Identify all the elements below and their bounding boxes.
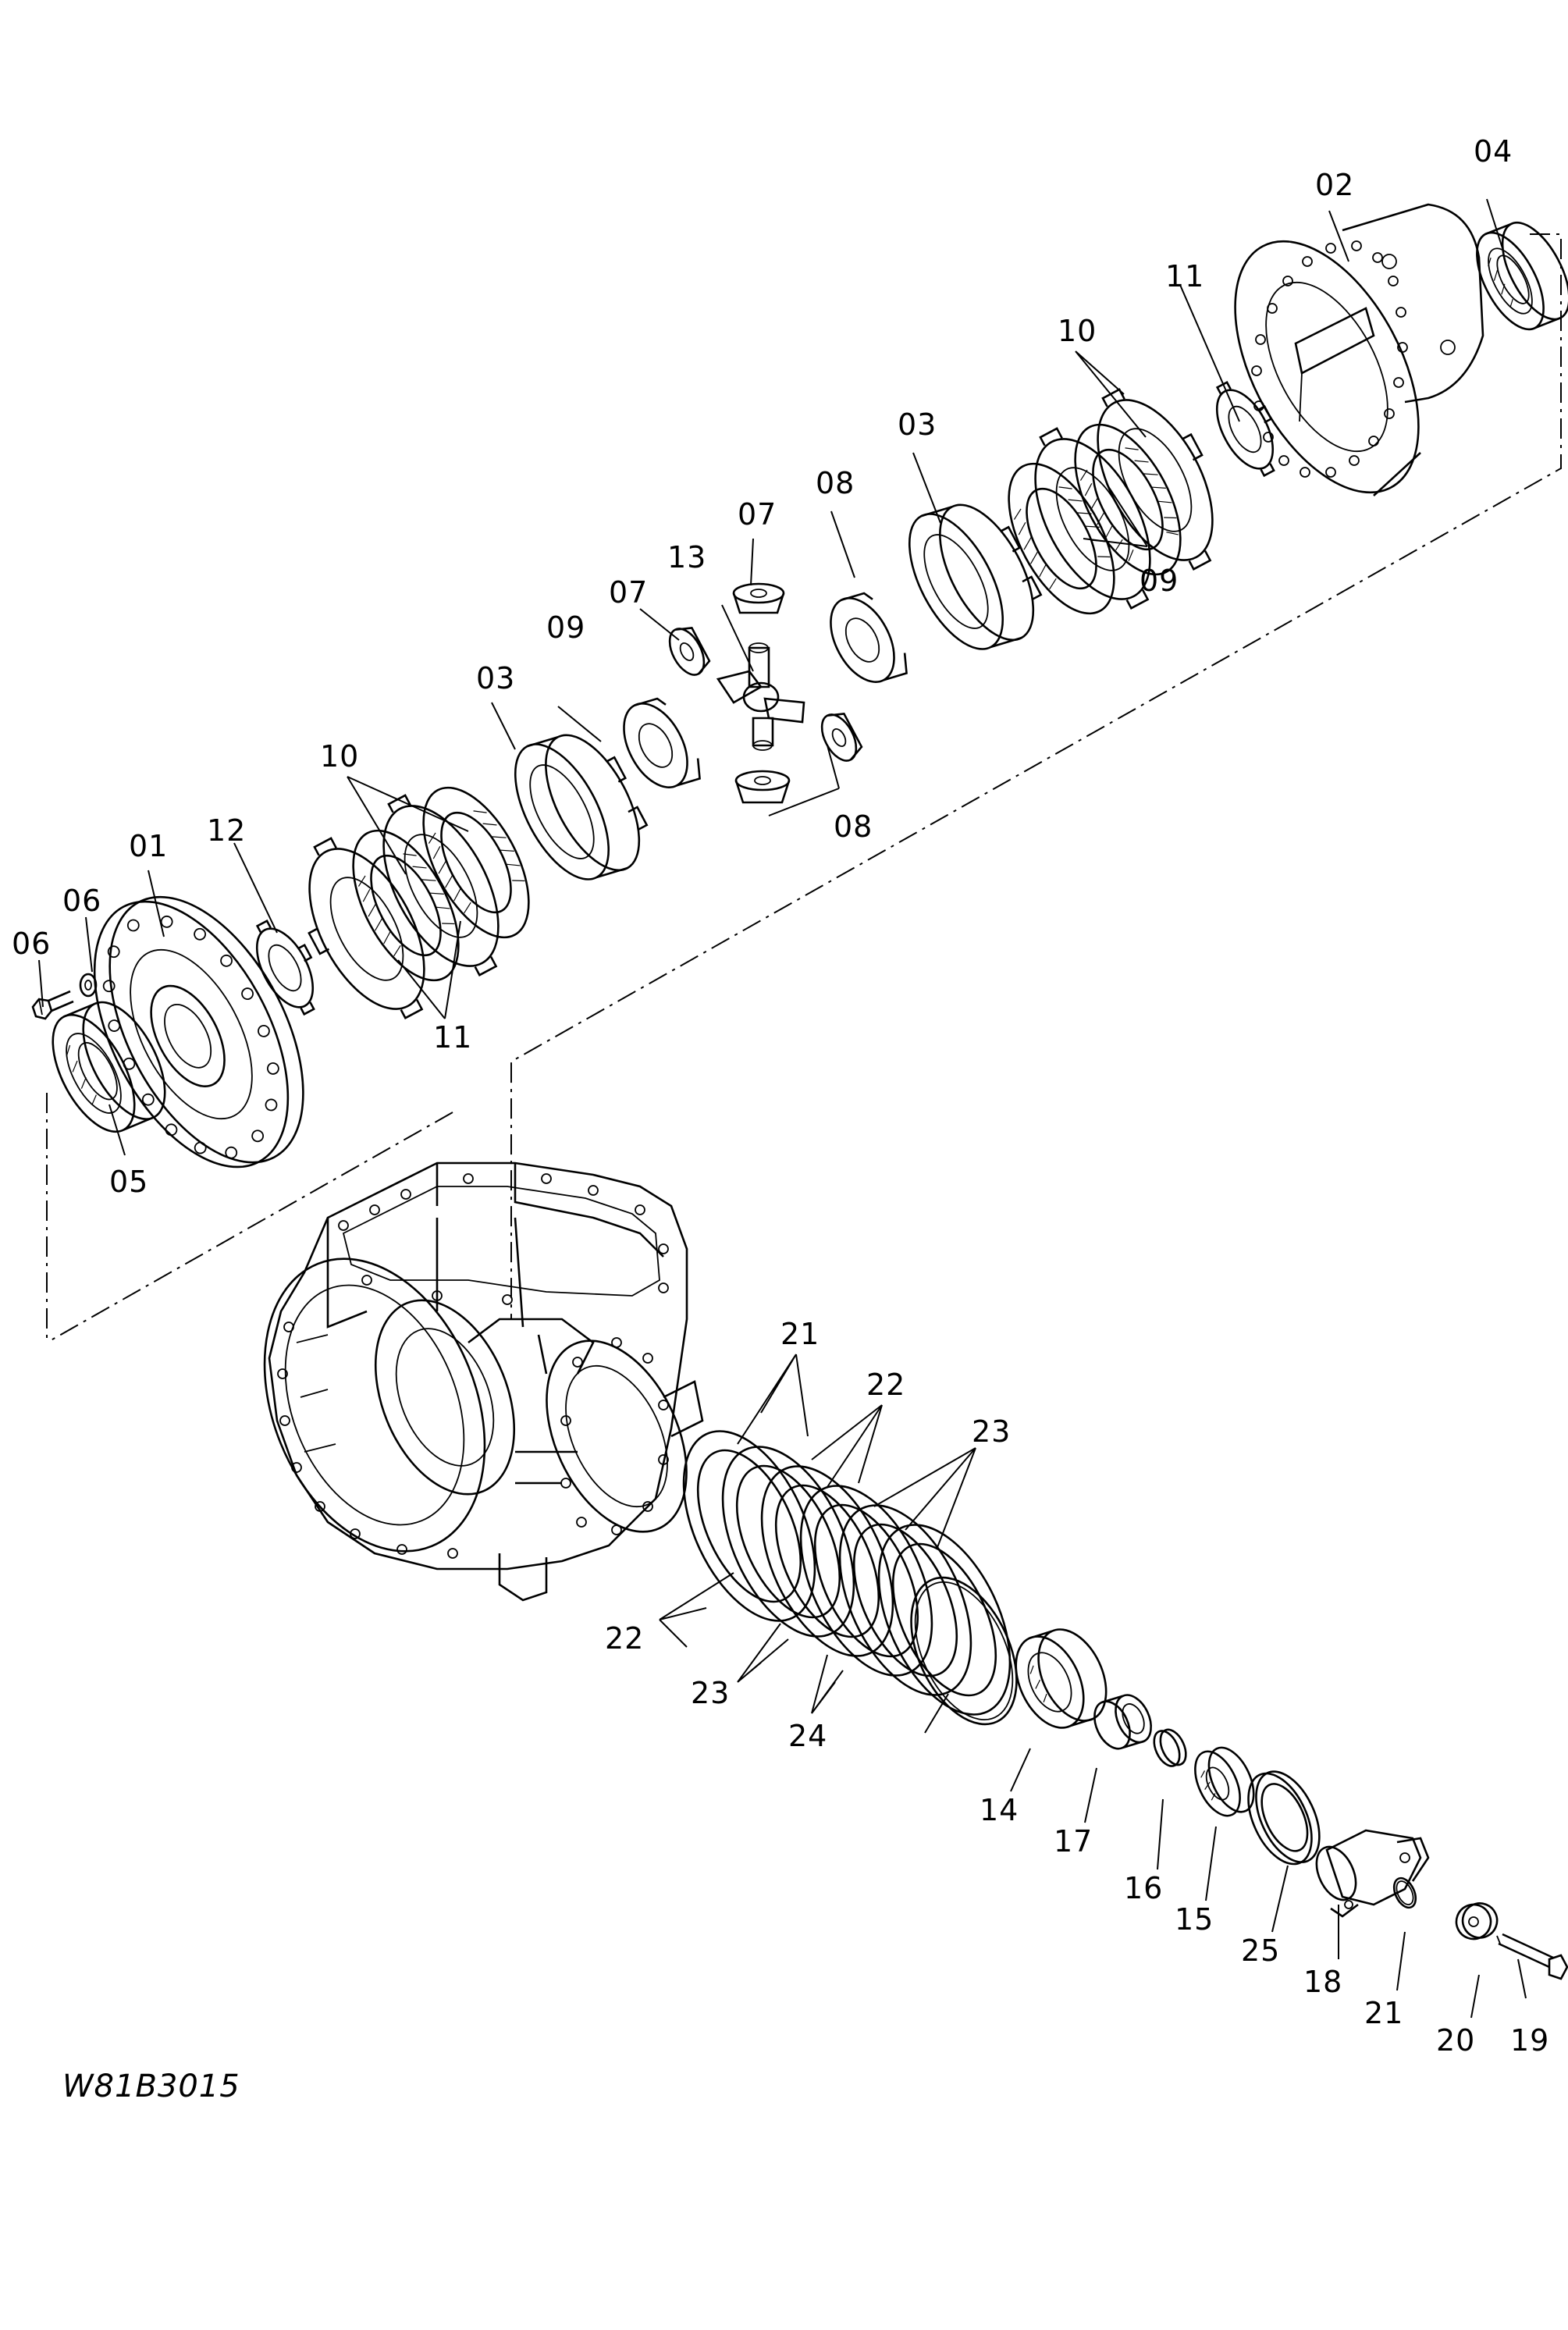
part-02-differential-case bbox=[1234, 203, 1484, 496]
part-25-o-ring bbox=[910, 1576, 1018, 1726]
drawing-code: W81B3015 bbox=[62, 2069, 240, 2104]
label-10-upper: 10 bbox=[1058, 314, 1097, 348]
part-11-thrust-washer-left bbox=[255, 919, 315, 1016]
label-03-left: 03 bbox=[476, 661, 516, 695]
label-24: 25 bbox=[1241, 1933, 1281, 1968]
label-12: 13 bbox=[667, 540, 707, 574]
label-02: 02 bbox=[1315, 168, 1355, 202]
label-01: 01 bbox=[129, 829, 169, 863]
label-18: 19 bbox=[1510, 2023, 1550, 2058]
part-10-plate-right-b bbox=[1034, 427, 1151, 610]
part-12-spider-cross bbox=[716, 642, 805, 751]
part-10-plate-left-a bbox=[382, 794, 500, 976]
label-07-bottom: 08 bbox=[834, 809, 873, 844]
label-21-upper: 21 bbox=[780, 1317, 820, 1351]
part-07-washer-left bbox=[668, 627, 711, 676]
label-08-left: 09 bbox=[546, 610, 586, 645]
part-17-yoke-flange bbox=[1315, 1829, 1430, 1918]
part-04-bolt bbox=[31, 990, 74, 1020]
label-23-upper: 23 bbox=[972, 1414, 1012, 1449]
label-22-lower: 23 bbox=[691, 1676, 731, 1710]
label-21-lower: 22 bbox=[605, 1621, 645, 1656]
label-17: 18 bbox=[1303, 1965, 1343, 1999]
part-05-washer bbox=[79, 973, 98, 998]
part-07-washer-right bbox=[820, 713, 863, 762]
label-09-left: 10 bbox=[320, 739, 360, 774]
part-21-disc-b bbox=[721, 1446, 855, 1638]
part-08-pinion-gear-left bbox=[623, 697, 701, 788]
label-19: 20 bbox=[1436, 2023, 1476, 2058]
part-15-spacer bbox=[1153, 1728, 1187, 1767]
label-04: 06 bbox=[12, 927, 52, 961]
label-06-left: 05 bbox=[109, 1165, 149, 1199]
label-08-right: 08 bbox=[816, 466, 855, 500]
label-09-right: 09 bbox=[1140, 564, 1179, 598]
part-18-bolt bbox=[1496, 1933, 1568, 1980]
part-07-washer-top bbox=[732, 582, 785, 614]
part-24-oil-seal bbox=[1247, 1770, 1321, 1866]
part-22-disc-a bbox=[760, 1465, 894, 1657]
housing-bolt-holes bbox=[277, 1173, 669, 1559]
part-14-bearing bbox=[1194, 1746, 1255, 1817]
label-22-upper: 22 bbox=[866, 1368, 906, 1402]
part-10-plate-left-b bbox=[308, 837, 425, 1019]
part-08-pinion-gear-right bbox=[830, 592, 908, 683]
label-10-lower: 11 bbox=[433, 1020, 473, 1055]
part-06-bearing-right bbox=[1476, 221, 1568, 331]
label-06-right: 04 bbox=[1474, 134, 1513, 169]
label-03-right: 03 bbox=[898, 407, 937, 442]
part-03-side-gear-right bbox=[908, 503, 1043, 650]
label-23-lower: 24 bbox=[788, 1719, 828, 1753]
leader-lines bbox=[38, 198, 1527, 2019]
part-20-o-ring bbox=[1392, 1876, 1417, 1909]
part-23-disc-b bbox=[877, 1524, 1012, 1716]
part-03-side-gear-left bbox=[514, 734, 649, 880]
axle-housing bbox=[263, 1161, 704, 1602]
label-11-left: 12 bbox=[207, 813, 247, 848]
label-05: 06 bbox=[62, 884, 102, 918]
part-01-bolt-holes bbox=[102, 915, 279, 1159]
part-06-bearing-left bbox=[52, 1001, 166, 1133]
label-16: 17 bbox=[1054, 1824, 1093, 1859]
part-07-washer-bottom bbox=[734, 770, 791, 804]
label-07-top: 07 bbox=[738, 497, 777, 532]
part-09-friction-disc-left-a bbox=[422, 786, 530, 939]
part-19-washer bbox=[1455, 1902, 1499, 1940]
part-11-thrust-washer-right bbox=[1215, 380, 1275, 478]
label-13: 14 bbox=[980, 1793, 1019, 1827]
part-09-friction-disc-right-a bbox=[1074, 423, 1182, 576]
part-09-friction-disc-right-b bbox=[1008, 462, 1115, 615]
label-07-left: 07 bbox=[609, 575, 649, 610]
label-15: 16 bbox=[1124, 1871, 1164, 1905]
label-20: 21 bbox=[1364, 1996, 1404, 2030]
alignment-lines bbox=[46, 233, 1562, 1343]
part-23-disc-a bbox=[838, 1504, 972, 1696]
part-01-differential-cover bbox=[93, 895, 304, 1169]
label-14: 15 bbox=[1175, 1902, 1214, 1937]
part-21-disc-a bbox=[682, 1430, 816, 1622]
label-11-right: 11 bbox=[1165, 259, 1205, 293]
part-09-friction-disc-left-b bbox=[352, 829, 460, 982]
part-13-bearing bbox=[1015, 1628, 1108, 1729]
part-16-sleeve bbox=[1093, 1694, 1152, 1750]
